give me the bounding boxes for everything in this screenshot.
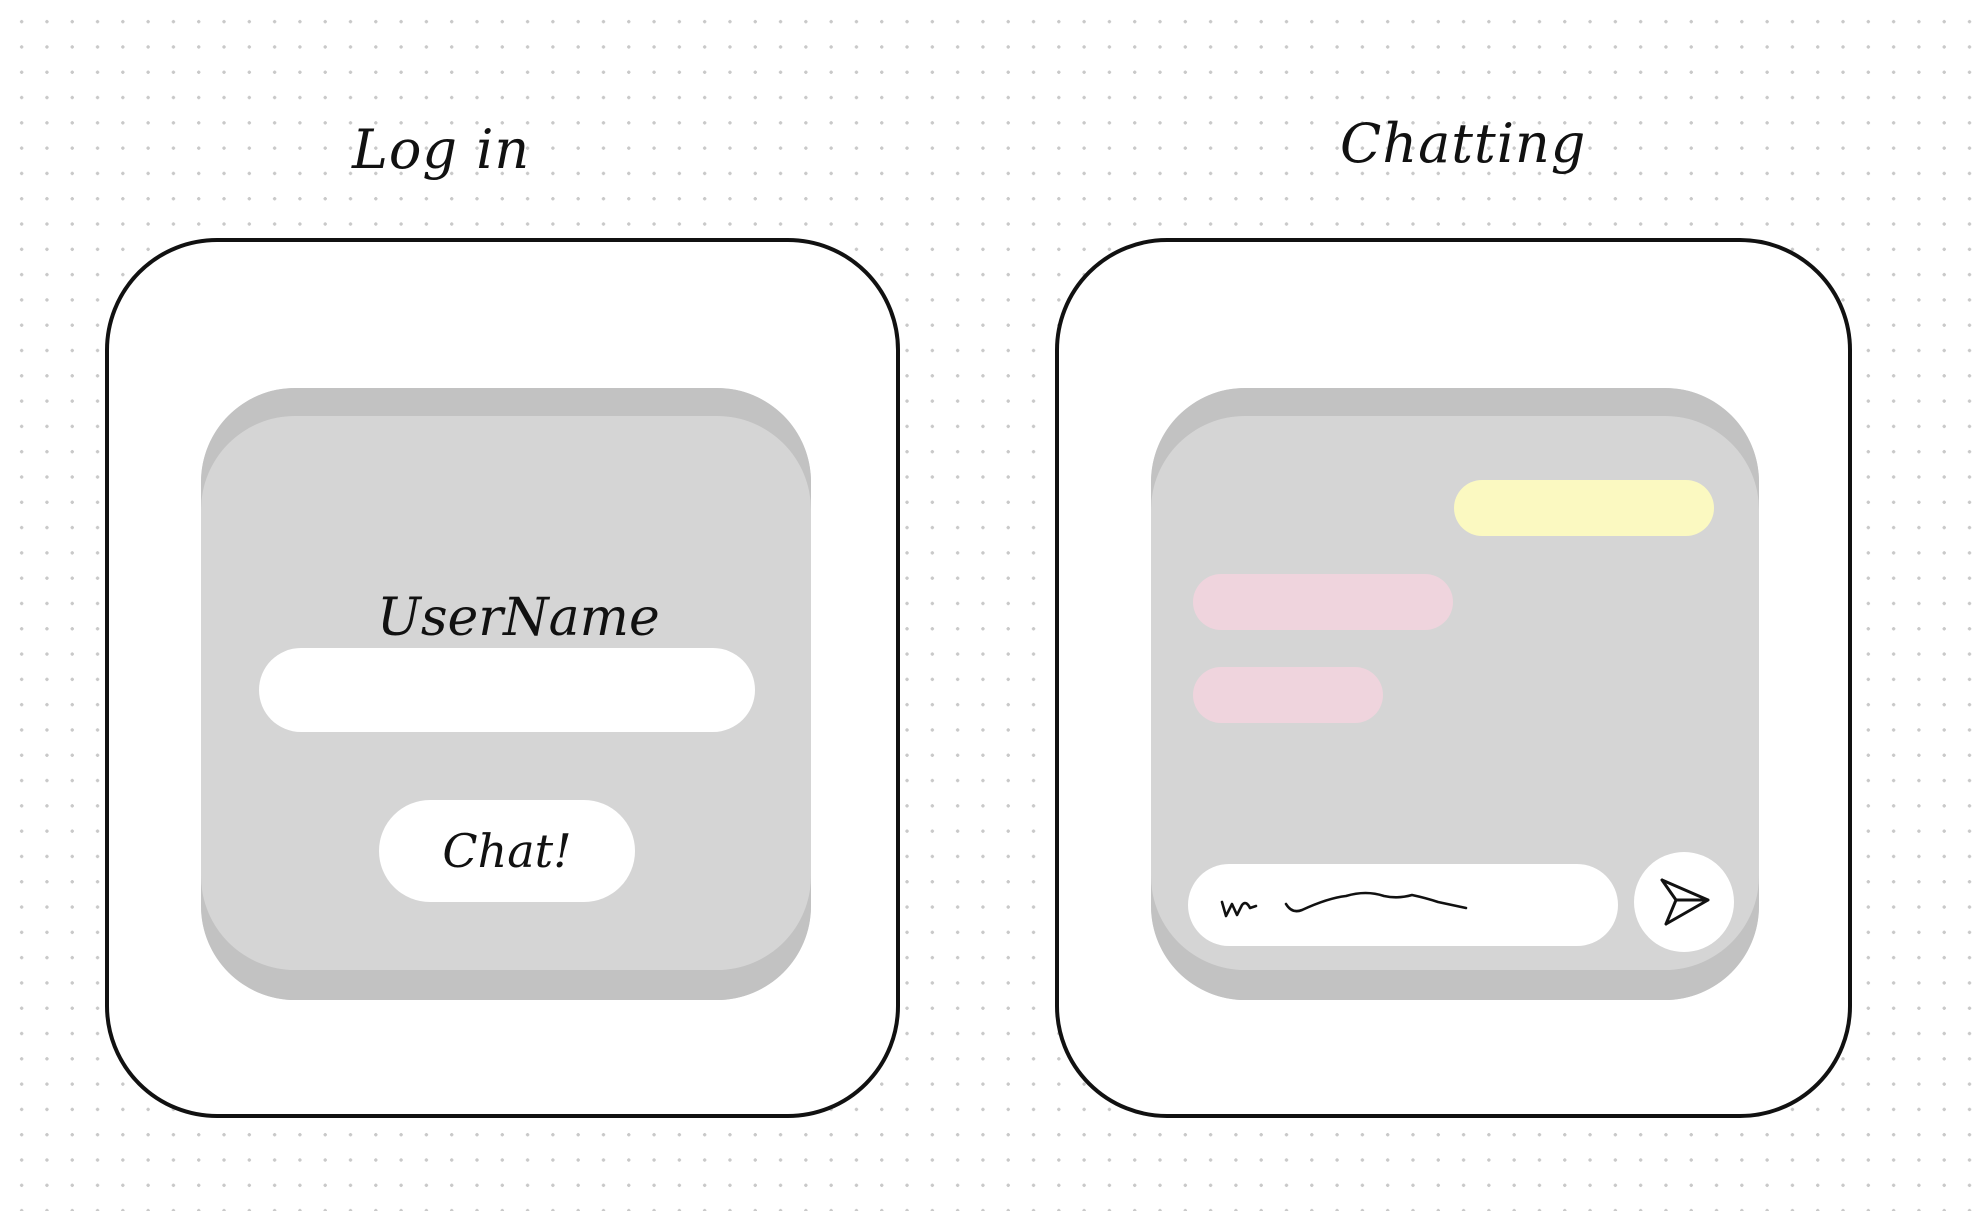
chat-button[interactable]: Chat! (379, 800, 635, 902)
chat-panel (1151, 388, 1759, 1000)
login-device-frame: UserName Chat! (105, 238, 900, 1118)
received-message-bubble (1193, 667, 1383, 723)
username-label: UserName (377, 588, 660, 648)
message-input[interactable] (1188, 864, 1618, 946)
chat-device-frame (1055, 238, 1852, 1118)
login-panel: UserName Chat! (201, 388, 811, 1000)
username-input[interactable] (259, 648, 755, 732)
paper-plane-icon (1660, 878, 1710, 926)
send-button[interactable] (1634, 852, 1734, 952)
login-screen-title: Log in (352, 118, 531, 181)
chat-button-label: Chat! (442, 824, 572, 878)
sent-message-bubble (1454, 480, 1714, 536)
received-message-bubble (1193, 574, 1453, 630)
chat-screen-title: Chatting (1340, 112, 1587, 175)
scribble-text-placeholder (1220, 891, 1468, 918)
